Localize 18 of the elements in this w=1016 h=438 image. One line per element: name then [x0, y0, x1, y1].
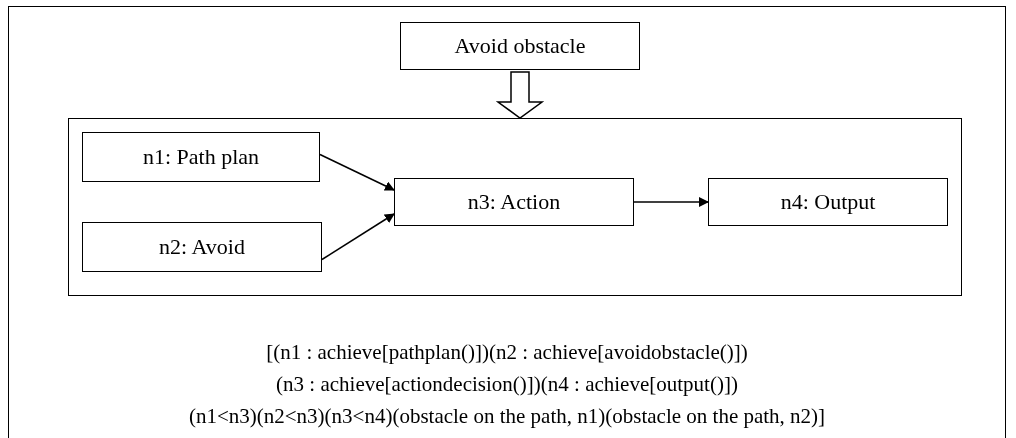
box-label: n3: Action	[466, 188, 562, 216]
arrow	[319, 153, 395, 191]
formula-text: [(n1 : achieve[pathplan()])(n2 : achieve[avoidobstacle()])	[266, 339, 748, 366]
process-box	[708, 178, 948, 226]
process-box	[394, 178, 634, 226]
box-label: Avoid obstacle	[453, 32, 587, 60]
formula-text: (n3 : achieve[actiondecision()])(n4 : achieve[output()])	[276, 371, 738, 398]
process-box	[82, 222, 322, 272]
box-label: n1: Path plan	[141, 143, 261, 171]
group-box	[68, 118, 962, 296]
process-box	[400, 22, 640, 70]
box-label: n2: Avoid	[158, 233, 246, 261]
block-arrow	[495, 71, 545, 119]
process-box	[82, 132, 320, 182]
arrow	[321, 213, 395, 261]
arrow	[633, 197, 709, 207]
box-label: n4: Output	[779, 188, 877, 216]
formula-text: (n1<n3)(n2<n3)(n3<n4)(obstacle on the path, n1)(obstacle on the path, n2)]	[188, 403, 826, 430]
